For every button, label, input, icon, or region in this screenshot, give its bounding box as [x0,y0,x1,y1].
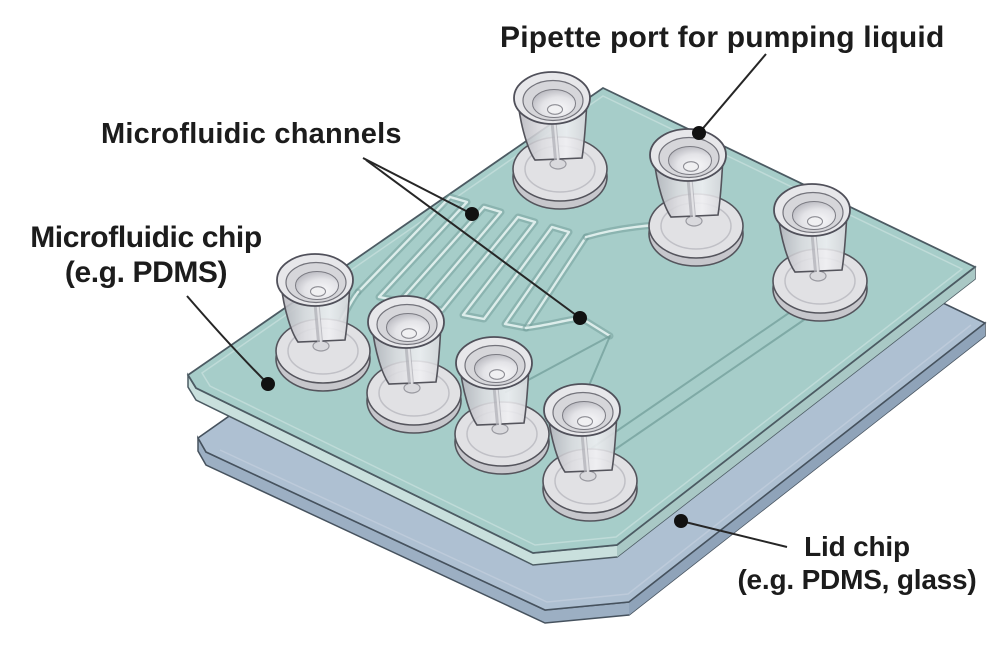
callout-dot-lid [674,514,688,528]
leader-line-channels-b [365,159,581,319]
chip-side-right-face [617,267,975,557]
leader-line-chip [186,295,269,385]
callout-dot-channels-a [465,207,479,221]
diagonal-channel-b [603,301,831,458]
callout-dot-channels-b [573,311,587,325]
label-channels: Microfluidic channels [101,118,402,150]
label-lid-line1: Lid chip [804,531,910,562]
annotations [186,53,788,548]
leader-line-pipette-port [698,53,767,134]
callout-dot-pipette-port [692,126,706,140]
leader-line-lid [680,520,788,548]
callout-dot-chip [261,377,275,391]
label-pipette-port: Pipette port for pumping liquid [500,21,945,54]
label-chip-line1: Microfluidic chip [30,221,262,254]
label-chip-line2: (e.g. PDMS) [64,256,228,289]
chip-bevel-line [200,95,964,546]
diagonal-channel-a [591,292,819,449]
serpentine-channel-highlight [356,195,588,330]
lid-chip-bevel-line [219,324,972,603]
label-chip: Microfluidic chip (e.g. PDMS) [0,220,292,290]
label-lid: Lid chip (e.g. PDMS, glass) [712,530,1000,596]
lid-chip-side-right-face [629,323,985,615]
leader-line-channels-a [362,157,473,215]
label-lid-line2: (e.g. PDMS, glass) [737,564,977,595]
